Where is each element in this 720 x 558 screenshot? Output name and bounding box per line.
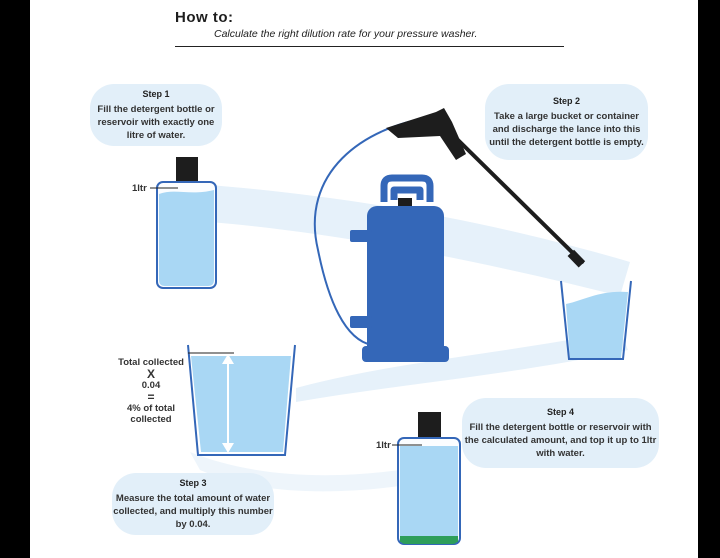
formula-total: Total collected bbox=[118, 357, 184, 368]
page-subtitle: Calculate the right dilution rate for yo… bbox=[214, 28, 478, 40]
formula-result: 4% of total collected bbox=[126, 403, 176, 425]
step3-label: Step 3 bbox=[179, 478, 207, 488]
step3-bucket bbox=[187, 344, 296, 456]
bucket2-water bbox=[566, 291, 628, 358]
measure-arrow-head-top bbox=[222, 354, 234, 364]
formula-multiply: X bbox=[146, 367, 155, 381]
washer-base bbox=[362, 346, 449, 362]
step3-text: Measure the total amount of water collec… bbox=[113, 493, 273, 530]
bottle4-water bbox=[400, 446, 458, 542]
step4-fill-mark: 1ltr bbox=[376, 440, 391, 451]
step2-label: Step 2 bbox=[552, 96, 580, 106]
bucket3-outline bbox=[187, 344, 296, 456]
step1-fill-mark: 1ltr bbox=[132, 183, 147, 194]
bottle4-detergent-band bbox=[400, 536, 458, 542]
step2-callout: Step 2 Take a large bucket or container … bbox=[485, 84, 648, 160]
step4-callout: Step 4 Fill the detergent bottle or rese… bbox=[462, 398, 659, 468]
bucket2-outline bbox=[560, 280, 632, 360]
lance-rod bbox=[456, 138, 584, 264]
step1-text: Fill the detergent bottle or reservoir w… bbox=[97, 104, 215, 141]
washer-nozzle-stub bbox=[398, 198, 412, 208]
page-title: How to: bbox=[175, 9, 234, 26]
step4-bottle bbox=[392, 412, 461, 545]
step1-label: Step 1 bbox=[142, 89, 170, 99]
flow-swoosh-bottom bbox=[296, 330, 628, 402]
lance-trigger-grip bbox=[386, 108, 466, 160]
step4-label: Step 4 bbox=[546, 407, 574, 417]
step1-bottle bbox=[150, 157, 217, 289]
title-underline bbox=[175, 46, 564, 47]
bottle1-cap bbox=[176, 157, 198, 183]
washer-arm-top bbox=[350, 230, 372, 242]
pressure-washer bbox=[350, 174, 449, 362]
formula-factor: 0.04 bbox=[141, 380, 161, 391]
step1-callout: Step 1 Fill the detergent bottle or rese… bbox=[90, 84, 222, 146]
washer-hose bbox=[313, 115, 441, 346]
washer-handle bbox=[380, 174, 434, 202]
step2-text: Take a large bucket or container and dis… bbox=[489, 111, 644, 148]
measure-arrow-head-bottom bbox=[222, 443, 234, 453]
spray-lance bbox=[386, 108, 586, 268]
lance-tip bbox=[567, 249, 586, 268]
washer-arm-bottom bbox=[350, 316, 372, 328]
step2-bucket bbox=[560, 280, 632, 360]
bottle1-water bbox=[159, 190, 214, 286]
left-border bbox=[0, 0, 30, 558]
bottle4-cap bbox=[418, 412, 441, 440]
step3-callout: Step 3 Measure the total amount of water… bbox=[112, 473, 274, 535]
step4-text: Fill the detergent bottle or reservoir w… bbox=[464, 422, 657, 459]
washer-body bbox=[367, 206, 444, 362]
bucket3-water bbox=[191, 356, 291, 452]
formula-equals: = bbox=[147, 390, 155, 404]
right-border bbox=[698, 0, 720, 558]
dilution-formula: Total collected X 0.04 = 4% of total col… bbox=[118, 357, 184, 425]
